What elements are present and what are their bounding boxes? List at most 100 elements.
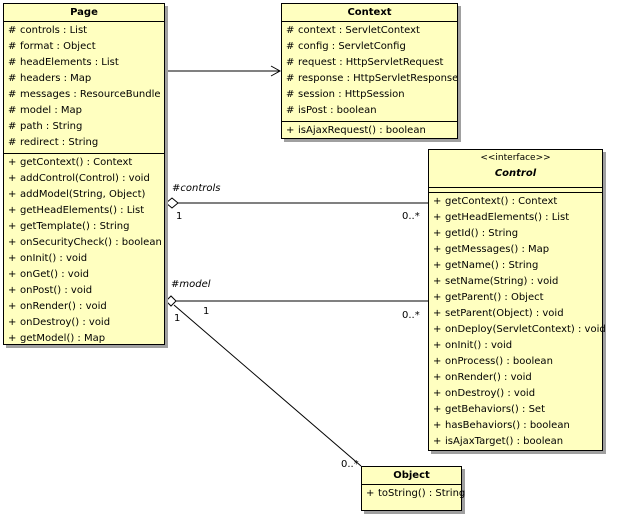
attribute-row: #headers : Map xyxy=(4,71,164,87)
member-text: model : Map xyxy=(20,105,82,116)
attribute-row: #session : HttpSession xyxy=(282,87,457,103)
model-target-multiplicity: 0..* xyxy=(402,310,420,321)
operation-row: +getBehaviors() : Set xyxy=(429,402,602,418)
member-text: messages : ResourceBundle xyxy=(20,89,161,100)
operation-row: +isAjaxTarget() : boolean xyxy=(429,434,602,450)
member-text: onInit() : void xyxy=(445,340,513,351)
control-interface[interactable]: <<interface>> Control +getContext() : Co… xyxy=(428,149,606,452)
operation-row: +onSecurityCheck() : boolean xyxy=(4,235,164,251)
visibility-marker: + xyxy=(8,301,17,312)
context-operations: +isAjaxRequest() : boolean xyxy=(282,121,457,141)
attribute-row: #config : ServletConfig xyxy=(282,39,457,55)
operation-row: +onPost() : void xyxy=(4,283,164,299)
member-text: onRender() : void xyxy=(20,301,107,312)
dependency-arrowhead xyxy=(270,65,282,77)
member-text: onDeploy(ServletContext) : void xyxy=(445,324,606,335)
operation-row: +onGet() : void xyxy=(4,267,164,283)
member-text: response : HttpServletResponse xyxy=(298,73,459,84)
member-text: setParent(Object) : void xyxy=(445,308,564,319)
visibility-marker: + xyxy=(8,285,17,296)
member-text: getParent() : Object xyxy=(445,292,544,303)
visibility-marker: # xyxy=(8,41,17,52)
member-text: controls : List xyxy=(20,25,88,36)
operation-row: +onInit() : void xyxy=(429,338,602,354)
operation-row: +hasBehaviors() : boolean xyxy=(429,418,602,434)
operation-row: +getParent() : Object xyxy=(429,290,602,306)
visibility-marker: + xyxy=(433,324,442,335)
member-text: headers : Map xyxy=(20,73,92,84)
operation-row: +getName() : String xyxy=(429,258,602,274)
operation-row: +onRender() : void xyxy=(4,299,164,315)
member-text: onDestroy() : void xyxy=(20,317,111,328)
context-class[interactable]: Context #context : ServletContext#config… xyxy=(281,3,458,139)
visibility-marker: # xyxy=(8,73,17,84)
model-object-target-multiplicity: 0..* xyxy=(341,459,359,470)
visibility-marker: # xyxy=(8,89,17,100)
member-text: onInit() : void xyxy=(20,253,88,264)
object-operations: +toString() : String xyxy=(362,485,465,504)
operation-row: +onDeploy(ServletContext) : void xyxy=(429,322,606,338)
visibility-marker: # xyxy=(8,137,17,148)
operation-row: +onDestroy() : void xyxy=(4,315,164,331)
operation-row: +getContext() : Context xyxy=(429,194,602,210)
visibility-marker: + xyxy=(8,253,17,264)
context-class-name: Context xyxy=(282,4,457,22)
model-aggregation-diamond xyxy=(165,295,177,307)
visibility-marker: + xyxy=(8,317,17,328)
controls-source-multiplicity: 1 xyxy=(176,211,183,222)
attribute-row: #messages : ResourceBundle xyxy=(4,87,164,103)
model-role-label: #model xyxy=(171,279,211,290)
model-object-source-multiplicity: 1 xyxy=(174,313,181,324)
member-text: addModel(String, Object) xyxy=(20,189,146,200)
visibility-marker: # xyxy=(8,57,17,68)
controls-aggregation-diamond xyxy=(165,197,179,209)
member-text: request : HttpServletRequest xyxy=(298,57,444,68)
visibility-marker: + xyxy=(8,205,17,216)
attribute-row: #format : Object xyxy=(4,39,164,55)
member-text: getContext() : Context xyxy=(20,157,133,168)
visibility-marker: # xyxy=(286,57,295,68)
page-class[interactable]: Page #controls : List#format : Object#he… xyxy=(3,3,165,345)
member-text: isAjaxRequest() : boolean xyxy=(298,125,426,136)
attribute-row: #redirect : String xyxy=(4,135,164,151)
visibility-marker: + xyxy=(8,333,17,344)
attribute-row: #isPost : boolean xyxy=(282,103,457,119)
model-object-line xyxy=(173,304,362,467)
member-text: config : ServletConfig xyxy=(298,41,406,52)
visibility-marker: # xyxy=(8,25,17,36)
control-operations: +getContext() : Context+getHeadElements(… xyxy=(429,192,606,452)
operation-row: +onInit() : void xyxy=(4,251,164,267)
member-text: getId() : String xyxy=(445,228,519,239)
member-text: hasBehaviors() : boolean xyxy=(445,420,570,431)
member-text: toString() : String xyxy=(378,488,466,499)
visibility-marker: + xyxy=(433,212,442,223)
object-class[interactable]: Object +toString() : String xyxy=(361,466,465,511)
member-text: onPost() : void xyxy=(20,285,93,296)
visibility-marker: # xyxy=(286,73,295,84)
member-text: getMessages() : Map xyxy=(445,244,550,255)
control-interface-name: Control xyxy=(494,168,537,179)
visibility-marker: + xyxy=(8,157,17,168)
visibility-marker: # xyxy=(286,41,295,52)
visibility-marker: + xyxy=(433,308,442,319)
member-text: getBehaviors() : Set xyxy=(445,404,545,415)
controls-target-multiplicity: 0..* xyxy=(402,211,420,222)
context-attributes: #context : ServletContext#config : Servl… xyxy=(282,22,459,121)
operation-row: +getHeadElements() : List xyxy=(429,210,602,226)
operation-row: +isAjaxRequest() : boolean xyxy=(282,123,457,139)
member-text: getModel() : Map xyxy=(20,333,106,344)
visibility-marker: + xyxy=(8,237,17,248)
visibility-marker: # xyxy=(8,105,17,116)
operation-row: +toString() : String xyxy=(362,486,465,502)
operation-row: +setName(String) : void xyxy=(429,274,602,290)
visibility-marker: + xyxy=(8,221,17,232)
member-text: isPost : boolean xyxy=(298,105,377,116)
member-text: onDestroy() : void xyxy=(445,388,536,399)
visibility-marker: + xyxy=(8,189,17,200)
member-text: format : Object xyxy=(20,41,96,52)
member-text: onSecurityCheck() : boolean xyxy=(20,237,162,248)
attribute-row: #context : ServletContext xyxy=(282,23,457,39)
member-text: addControl(Control) : void xyxy=(20,173,150,184)
visibility-marker: + xyxy=(286,125,295,136)
visibility-marker: + xyxy=(433,420,442,431)
